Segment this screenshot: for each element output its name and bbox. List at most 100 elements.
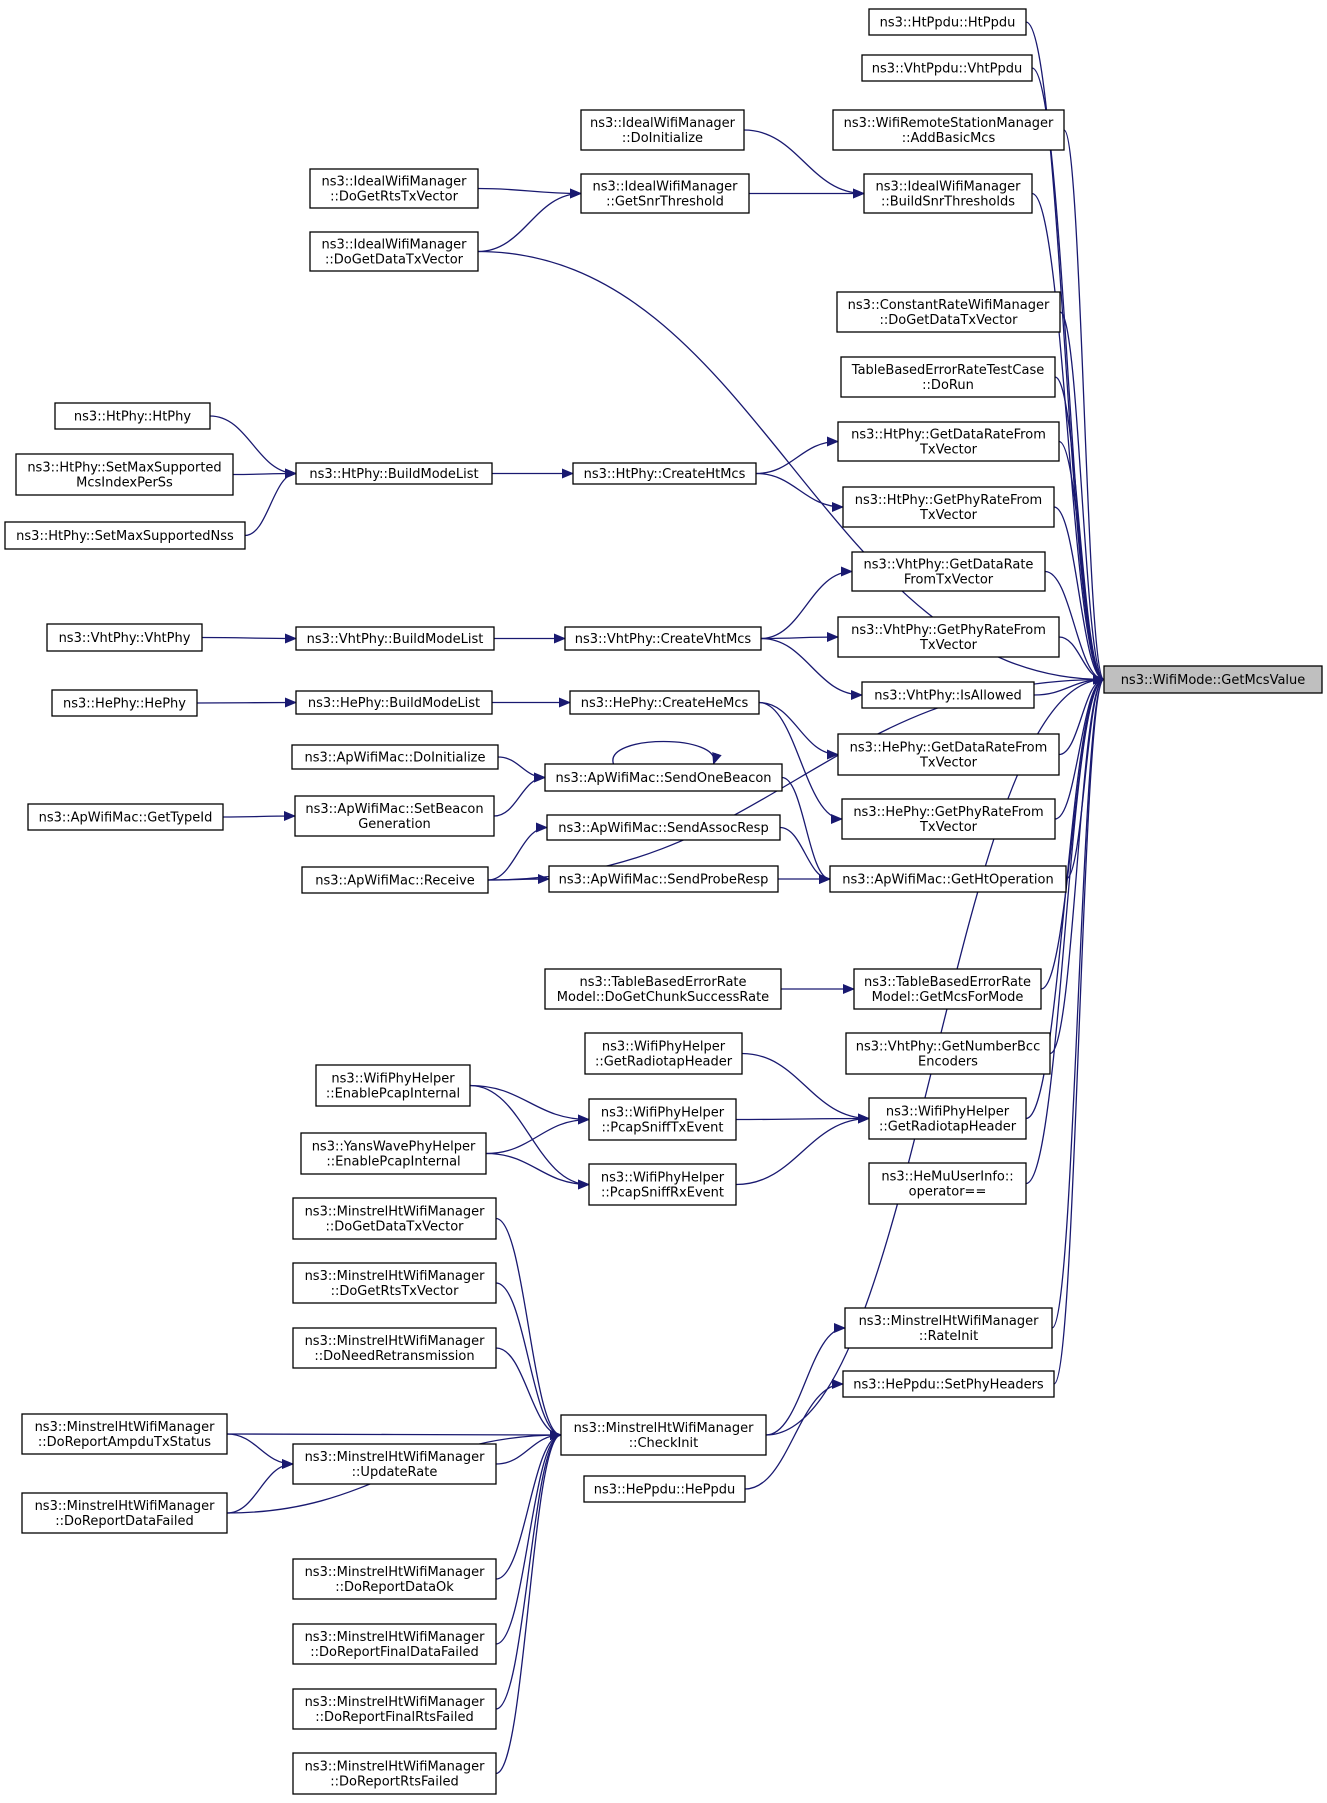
node-box bbox=[544, 763, 783, 792]
node-htphy_setmaxnss[interactable]: ns3::HtPhy::SetMaxSupportedNss bbox=[4, 521, 246, 550]
node-vhtphy_vhtphy[interactable]: ns3::VhtPhy::VhtPhy bbox=[46, 623, 203, 652]
node-vhtppdu[interactable]: ns3::VhtPpdu::VhtPpdu bbox=[861, 54, 1033, 82]
node-label: ns3::HePpdu::SetPhyHeaders bbox=[853, 1378, 1044, 1393]
node-label: ::DoNeedRetransmission bbox=[314, 1349, 474, 1364]
node-label: ::DoGetRtsTxVector bbox=[331, 1284, 460, 1299]
node-hephy_hephy[interactable]: ns3::HePhy::HePhy bbox=[51, 689, 198, 717]
node-label: ::RateInit bbox=[919, 1329, 978, 1344]
node-label: ::DoReportRtsFailed bbox=[330, 1775, 458, 1790]
node-mht_datafailed[interactable]: ns3::MinstrelHtWifiManager::DoReportData… bbox=[21, 1492, 228, 1534]
node-htphy_createmcs[interactable]: ns3::HtPhy::CreateHtMcs bbox=[572, 462, 757, 485]
node-addbasicmcs[interactable]: ns3::WifiRemoteStationManager::AddBasicM… bbox=[832, 109, 1065, 151]
node-label: ::CheckInit bbox=[629, 1436, 699, 1451]
node-box bbox=[315, 1064, 471, 1107]
node-label: ::DoReportFinalDataFailed bbox=[310, 1645, 479, 1660]
node-mht_checkinit[interactable]: ns3::MinstrelHtWifiManager::CheckInit bbox=[560, 1414, 767, 1456]
node-label: Model::DoGetChunkSuccessRate bbox=[557, 990, 769, 1005]
node-wph_radiotap_a[interactable]: ns3::WifiPhyHelper::GetRadiotapHeader bbox=[584, 1032, 743, 1075]
node-box bbox=[861, 54, 1033, 82]
node-htphy_build[interactable]: ns3::HtPhy::BuildModeList bbox=[295, 462, 493, 485]
node-wph_radiotap_b[interactable]: ns3::WifiPhyHelper::GetRadiotapHeader bbox=[868, 1097, 1027, 1140]
node-mht_ampdu[interactable]: ns3::MinstrelHtWifiManager::DoReportAmpd… bbox=[21, 1413, 228, 1455]
node-htphy_htphy[interactable]: ns3::HtPhy::HtPhy bbox=[54, 402, 211, 430]
node-wph_enablepcap[interactable]: ns3::WifiPhyHelper::EnablePcapInternal bbox=[315, 1064, 471, 1107]
node-tber_getmcs[interactable]: ns3::TableBasedErrorRateModel::GetMcsFor… bbox=[853, 968, 1042, 1010]
node-mht_finalrts[interactable]: ns3::MinstrelHtWifiManager::DoReportFina… bbox=[292, 1688, 497, 1730]
node-yans_enablepcap[interactable]: ns3::YansWavePhyHelper::EnablePcapIntern… bbox=[300, 1132, 487, 1175]
node-hemu_op[interactable]: ns3::HeMuUserInfo::operator== bbox=[868, 1162, 1027, 1205]
node-mht_getrts[interactable]: ns3::MinstrelHtWifiManager::DoGetRtsTxVe… bbox=[292, 1262, 497, 1304]
node-label: TxVector bbox=[919, 820, 978, 835]
node-label: ::GetRadiotapHeader bbox=[595, 1055, 733, 1070]
node-ideal_getsnr[interactable]: ns3::IdealWifiManager::GetSnrThreshold bbox=[580, 173, 750, 214]
node-ideal_data[interactable]: ns3::IdealWifiManager::DoGetDataTxVector bbox=[309, 231, 479, 272]
node-label: ns3::MinstrelHtWifiManager bbox=[305, 1565, 486, 1580]
node-hephy_createmcs[interactable]: ns3::HePhy::CreateHeMcs bbox=[569, 690, 760, 715]
node-label: ns3::WifiPhyHelper bbox=[601, 1171, 725, 1186]
node-label: Model::GetMcsForMode bbox=[872, 990, 1024, 1005]
node-label: ns3::MinstrelHtWifiManager bbox=[574, 1421, 755, 1436]
node-wph_sniffrx_tx[interactable]: ns3::WifiPhyHelper::PcapSniffTxEvent bbox=[588, 1098, 737, 1141]
node-box bbox=[292, 1262, 497, 1304]
node-constrate[interactable]: ns3::ConstantRateWifiManager::DoGetDataT… bbox=[836, 291, 1061, 333]
node-box bbox=[868, 1162, 1027, 1205]
node-ap_htop[interactable]: ns3::ApWifiMac::GetHtOperation bbox=[829, 865, 1067, 893]
node-heppdu_setphy[interactable]: ns3::HePpdu::SetPhyHeaders bbox=[842, 1370, 1055, 1398]
node-label: ns3::MinstrelHtWifiManager bbox=[305, 1630, 486, 1645]
edge-mht_rateinit-to-focus bbox=[1051, 674, 1105, 1329]
node-label: ns3::VhtPhy::VhtPhy bbox=[59, 631, 191, 646]
edge-ap_setbeacon-to-ap_sendbeacon bbox=[493, 772, 546, 817]
node-hephy_build[interactable]: ns3::HePhy::BuildModeList bbox=[295, 690, 493, 715]
node-box bbox=[295, 626, 495, 651]
node-ap_doinit[interactable]: ns3::ApWifiMac::DoInitialize bbox=[291, 744, 499, 770]
node-box bbox=[863, 173, 1033, 214]
node-vhtphy_isallowed[interactable]: ns3::VhtPhy::IsAllowed bbox=[861, 681, 1035, 709]
node-tber_chunk[interactable]: ns3::TableBasedErrorRateModel::DoGetChun… bbox=[544, 968, 782, 1010]
node-ap_proberesp[interactable]: ns3::ApWifiMac::SendProbeResp bbox=[548, 865, 779, 893]
edge-ap_gettypeid-to-ap_setbeacon bbox=[222, 811, 296, 822]
node-box bbox=[292, 1623, 497, 1665]
node-ap_gettypeid[interactable]: ns3::ApWifiMac::GetTypeId bbox=[27, 803, 224, 831]
edge-wph_enablepcap-to-wph_sniffrx_tx bbox=[469, 1084, 590, 1125]
node-ideal_build[interactable]: ns3::IdealWifiManager::BuildSnrThreshold… bbox=[863, 173, 1033, 214]
node-vhtphy_build[interactable]: ns3::VhtPhy::BuildModeList bbox=[295, 626, 495, 651]
node-mht_rtsfailed[interactable]: ns3::MinstrelHtWifiManager::DoReportRtsF… bbox=[292, 1752, 497, 1795]
node-label: ::UpdateRate bbox=[352, 1465, 438, 1480]
node-mht_getdata[interactable]: ns3::MinstrelHtWifiManager::DoGetDataTxV… bbox=[292, 1197, 497, 1240]
edge-wph_enablepcap-to-wph_sniffrx bbox=[469, 1084, 590, 1190]
node-mht_updaterate[interactable]: ns3::MinstrelHtWifiManager::UpdateRate bbox=[292, 1443, 497, 1485]
node-htppdu[interactable]: ns3::HtPpdu::HtPpdu bbox=[868, 8, 1027, 36]
node-box bbox=[21, 1413, 228, 1455]
node-ap_sendbeacon[interactable]: ns3::ApWifiMac::SendOneBeacon bbox=[544, 763, 783, 792]
node-tber_test[interactable]: TableBasedErrorRateTestCase::DoRun bbox=[840, 356, 1056, 398]
node-label: ns3::WifiMode::GetMcsValue bbox=[1121, 673, 1306, 688]
node-label: ns3::IdealWifiManager bbox=[592, 180, 738, 195]
node-ideal_doinit[interactable]: ns3::IdealWifiManager::DoInitialize bbox=[580, 109, 745, 151]
node-vhtphy_createmcs[interactable]: ns3::VhtPhy::CreateVhtMcs bbox=[564, 626, 762, 651]
node-wph_sniffrx[interactable]: ns3::WifiPhyHelper::PcapSniffRxEvent bbox=[588, 1163, 737, 1206]
node-box bbox=[569, 690, 760, 715]
node-focus[interactable]: ns3::WifiMode::GetMcsValue bbox=[1103, 665, 1323, 694]
node-ap_receive[interactable]: ns3::ApWifiMac::Receive bbox=[301, 866, 489, 894]
node-mht_finaldata[interactable]: ns3::MinstrelHtWifiManager::DoReportFina… bbox=[292, 1623, 497, 1665]
node-ap_assocresp[interactable]: ns3::ApWifiMac::SendAssocResp bbox=[546, 814, 781, 841]
node-heppdu_heppdu[interactable]: ns3::HePpdu::HePpdu bbox=[583, 1475, 746, 1503]
node-mht_needretx[interactable]: ns3::MinstrelHtWifiManager::DoNeedRetran… bbox=[292, 1327, 497, 1369]
edge-mht_ampdu-to-mht_updaterate bbox=[226, 1433, 294, 1469]
node-mht_rateinit[interactable]: ns3::MinstrelHtWifiManager::RateInit bbox=[844, 1307, 1053, 1349]
node-label: ns3::ApWifiMac::SendProbeResp bbox=[559, 873, 769, 888]
node-label: ns3::WifiPhyHelper bbox=[601, 1106, 725, 1121]
node-mht_dataok[interactable]: ns3::MinstrelHtWifiManager::DoReportData… bbox=[292, 1558, 497, 1600]
edge-ap_assocresp-to-ap_htop bbox=[779, 826, 831, 884]
node-ideal_rts[interactable]: ns3::IdealWifiManager::DoGetRtsTxVector bbox=[309, 168, 479, 209]
node-label: ::GetSnrThreshold bbox=[606, 195, 724, 210]
